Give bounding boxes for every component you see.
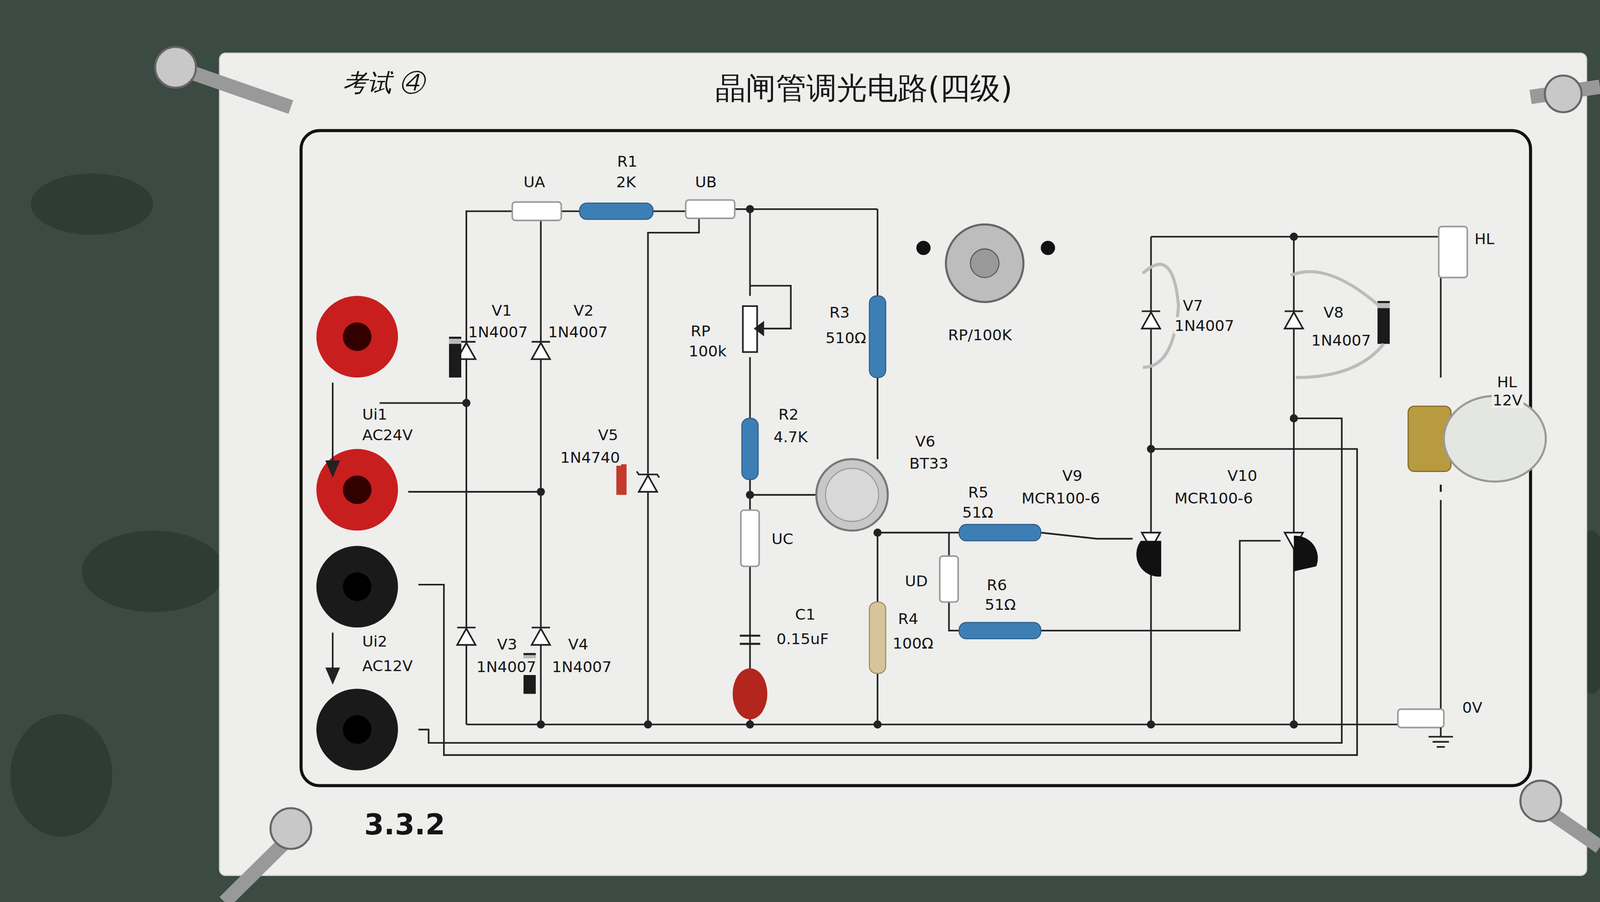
- component-label: Ui2: [361, 632, 389, 650]
- component-label: 0.15uF: [775, 630, 830, 648]
- component-label: V4: [567, 635, 590, 653]
- potentiometer-knob: [916, 224, 1055, 302]
- junctions: [462, 204, 1299, 729]
- component-label: R4: [897, 610, 920, 627]
- component-label: RP: [689, 322, 712, 340]
- component-label: 1N4007: [1310, 331, 1373, 349]
- component-label: V9: [1061, 467, 1084, 484]
- ground-symbol: [1428, 727, 1453, 748]
- lamp: [1408, 396, 1547, 493]
- component-label: BT33: [908, 454, 950, 472]
- diode-parts: [449, 264, 1390, 694]
- screws: [155, 47, 1600, 902]
- test-points: [512, 200, 1468, 728]
- component-label: UA: [522, 173, 547, 191]
- component-label: 51Ω: [983, 596, 1017, 613]
- component-label: V5: [597, 426, 620, 444]
- component-label: HL: [1473, 230, 1496, 248]
- component-label: AC24V: [361, 426, 414, 444]
- frame: [300, 130, 1531, 786]
- component-label: R6: [985, 576, 1008, 594]
- component-label: Ui1: [361, 405, 389, 423]
- scr-symbols: [1136, 532, 1318, 577]
- component-label: UD: [903, 572, 929, 590]
- diode-symbols: [457, 311, 1304, 646]
- component-label: 1N4007: [1173, 317, 1236, 334]
- component-label: 1N4007: [547, 323, 609, 341]
- binding-posts: [316, 296, 399, 771]
- exam-mark: 考试 ④: [341, 69, 425, 97]
- component-label: UB: [694, 173, 718, 191]
- component-label: 4.7K: [772, 428, 809, 446]
- component-label: 1N4007: [475, 658, 538, 675]
- component-label: C1: [794, 605, 817, 623]
- component-label: 0V: [1461, 699, 1484, 716]
- voltage-arrows: [326, 382, 339, 683]
- panel-title: 晶闸管调光电路(四级): [714, 71, 1014, 105]
- board-number: 3.3.2: [363, 809, 447, 841]
- component-label: 100k: [687, 342, 728, 360]
- component-label: MCR100-6: [1173, 489, 1254, 507]
- component-label: 12V: [1491, 391, 1524, 409]
- component-label: HL: [1496, 373, 1519, 391]
- component-label: V10: [1226, 467, 1259, 484]
- component-label: 1N4007: [550, 658, 613, 675]
- component-label: V1: [490, 301, 513, 319]
- component-label: R3: [828, 303, 851, 321]
- unijunction-transistor: [816, 459, 888, 531]
- component-label: 1N4740: [559, 449, 622, 466]
- component-label: 1N4007: [467, 323, 529, 341]
- component-label: V8: [1322, 303, 1345, 321]
- component-label: 2K: [615, 173, 637, 191]
- component-label: R1: [616, 152, 639, 170]
- component-label: AC12V: [361, 657, 414, 675]
- component-label: R5: [967, 483, 990, 501]
- potentiometer-symbol: [742, 285, 791, 352]
- resistors: [579, 202, 1041, 674]
- component-label: V2: [572, 301, 595, 319]
- component-label: V3: [496, 635, 519, 653]
- component-label: MCR100-6: [1020, 489, 1101, 507]
- component-label: V6: [914, 432, 937, 450]
- component-label: UC: [770, 530, 795, 548]
- component-label: RP/100K: [947, 326, 1013, 344]
- panel: [219, 52, 1587, 876]
- component-label: 51Ω: [961, 503, 995, 521]
- capacitor: [732, 635, 768, 720]
- wires: [379, 209, 1441, 817]
- component-label: V7: [1181, 297, 1204, 314]
- component-label: R2: [777, 405, 800, 423]
- component-label: 510Ω: [824, 329, 868, 347]
- component-label: 100Ω: [891, 634, 935, 652]
